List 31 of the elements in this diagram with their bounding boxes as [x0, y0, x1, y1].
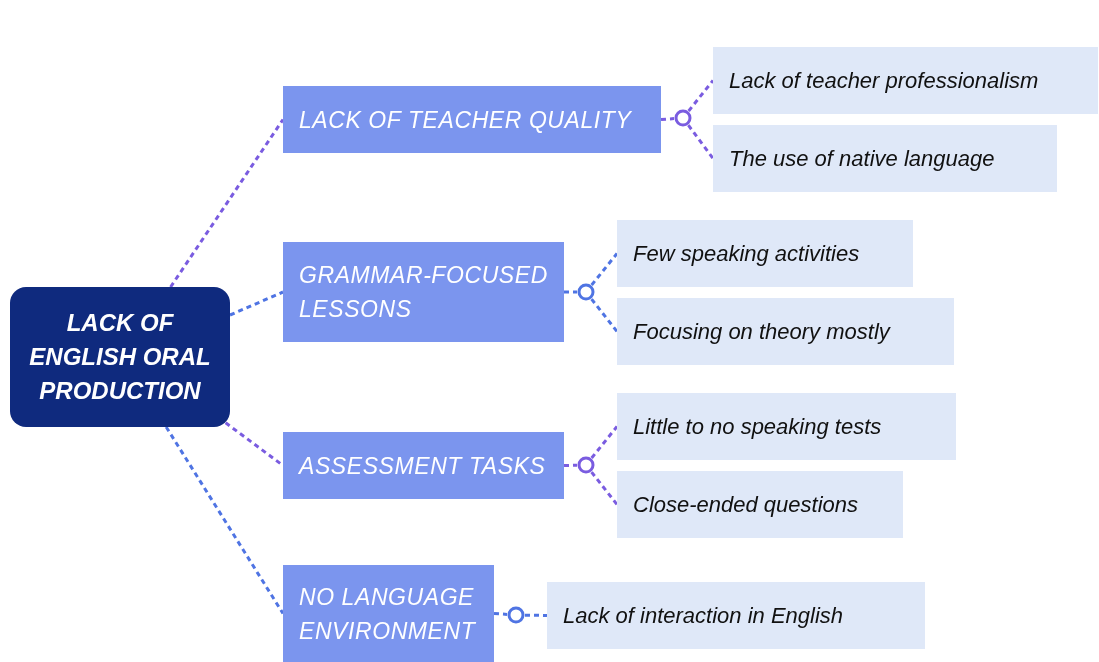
subcause-box: Few speaking activities	[617, 220, 913, 287]
dashed-connector	[563, 463, 578, 467]
dashed-connector	[229, 290, 284, 317]
dashed-connector	[660, 117, 675, 121]
dashed-connector	[590, 252, 619, 286]
dashed-connector	[687, 124, 715, 160]
subcause-box: The use of native language	[713, 125, 1057, 192]
dashed-connector	[590, 298, 619, 333]
subcause-box: Close-ended questions	[617, 471, 903, 538]
dashed-connector	[564, 290, 577, 294]
cause-box: NO LANGUAGE ENVIRONMENT	[283, 565, 494, 662]
subcause-box: Little to no speaking tests	[617, 393, 956, 460]
junction-circle	[577, 456, 595, 474]
dashed-connector	[224, 421, 284, 467]
cause-box: LACK OF TEACHER QUALITY	[283, 86, 661, 153]
dashed-connector	[169, 118, 285, 288]
cause-box: ASSESSMENT TASKS	[283, 432, 564, 499]
cause-box: GRAMMAR-FOCUSED LESSONS	[283, 242, 564, 342]
subcause-box: Lack of interaction in English	[547, 582, 925, 649]
junction-circle	[577, 283, 595, 301]
subcause-box: Lack of teacher professionalism	[713, 47, 1098, 114]
junction-circle	[674, 109, 692, 127]
dashed-connector	[687, 79, 715, 112]
root-topic-box: LACK OF ENGLISH ORAL PRODUCTION	[10, 287, 230, 427]
junction-circle	[507, 606, 525, 624]
dashed-connector	[493, 612, 508, 616]
dashed-connector	[590, 425, 619, 459]
dashed-connector	[524, 613, 548, 617]
dashed-connector	[164, 426, 285, 615]
dashed-connector	[590, 471, 619, 506]
subcause-box: Focusing on theory mostly	[617, 298, 954, 365]
